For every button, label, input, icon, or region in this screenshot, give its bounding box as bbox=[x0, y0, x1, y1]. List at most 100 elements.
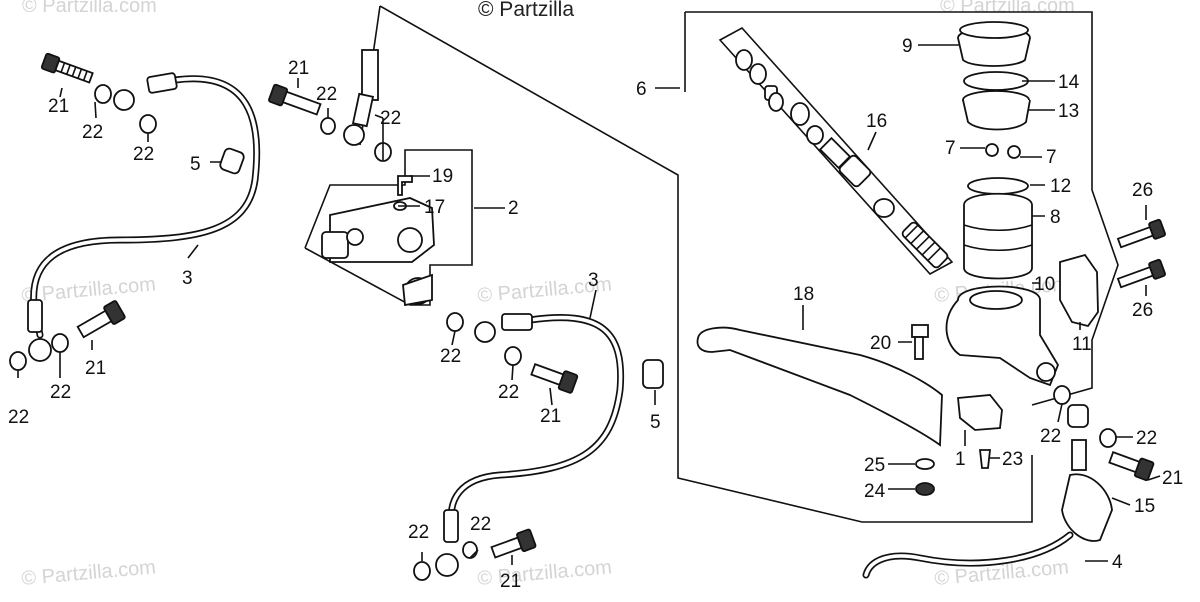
label-part-8: 8 bbox=[1050, 207, 1061, 228]
label-part-21: 21 bbox=[288, 58, 309, 79]
nut-icon bbox=[915, 482, 935, 496]
reservoir-cap-stack bbox=[957, 21, 1033, 280]
banjo-bolt-icon bbox=[530, 363, 579, 394]
washer-icon bbox=[320, 117, 336, 135]
label-part-22: 22 bbox=[133, 144, 154, 165]
label-part-22: 22 bbox=[470, 514, 491, 535]
banjo-bolt-icon bbox=[268, 83, 322, 116]
label-part-3: 3 bbox=[588, 270, 599, 291]
label-part-4: 4 bbox=[1112, 552, 1123, 573]
label-part-22: 22 bbox=[1040, 426, 1061, 447]
label-part-11: 11 bbox=[1072, 334, 1092, 355]
float-plate-icon bbox=[967, 177, 1029, 195]
label-part-7: 7 bbox=[945, 138, 956, 159]
label-part-2: 2 bbox=[508, 198, 519, 219]
hose-fitting bbox=[501, 313, 533, 331]
assembly-outline-right bbox=[685, 11, 1119, 406]
washer-icon bbox=[504, 346, 522, 366]
washer-icon bbox=[413, 561, 431, 581]
label-part-15: 15 bbox=[1134, 496, 1155, 517]
label-part-21: 21 bbox=[1162, 468, 1183, 489]
banjo-bolt-icon bbox=[40, 52, 94, 84]
watermark-top-right: © Partzilla.com bbox=[940, 0, 1075, 17]
master-hardware bbox=[911, 218, 1166, 496]
label-part-3: 3 bbox=[182, 268, 193, 289]
label-part-22: 22 bbox=[498, 382, 519, 403]
label-part-5: 5 bbox=[650, 412, 661, 433]
washer-icon bbox=[51, 333, 69, 353]
label-part-9: 9 bbox=[902, 36, 913, 57]
label-part-17: 17 bbox=[424, 197, 445, 218]
label-part-22: 22 bbox=[408, 522, 429, 543]
label-part-24: 24 bbox=[864, 481, 886, 502]
brake-lever-icon bbox=[696, 326, 943, 447]
banjo-fitting bbox=[343, 124, 365, 146]
watermark-top-center: © Partzilla bbox=[478, 0, 574, 21]
banjo-fitting bbox=[113, 89, 135, 111]
seal-kit-outline bbox=[718, 26, 954, 276]
hose-fitting bbox=[146, 72, 178, 94]
washer-icon bbox=[446, 312, 464, 332]
banjo-bolt-icon bbox=[76, 300, 126, 339]
banjo-bolt-icon bbox=[490, 528, 537, 559]
clamp-holder-icon bbox=[1059, 253, 1099, 328]
label-part-13: 13 bbox=[1058, 101, 1079, 122]
label-part-21: 21 bbox=[540, 406, 561, 427]
label-part-26: 26 bbox=[1132, 180, 1153, 201]
watermarks: © Partzilla.com © Partzilla © Partzilla.… bbox=[21, 0, 1075, 590]
label-part-22: 22 bbox=[440, 346, 461, 367]
banjo-fitting bbox=[474, 321, 496, 343]
slave-cylinder-outline bbox=[304, 149, 473, 306]
hose-fitting bbox=[27, 299, 43, 333]
label-part-18: 18 bbox=[793, 284, 814, 305]
label-part-16: 16 bbox=[866, 111, 887, 132]
banjo-fitting bbox=[28, 338, 52, 362]
brake-switch-icon bbox=[957, 394, 1003, 431]
washer-icon bbox=[9, 351, 27, 371]
pivot-bolt-icon bbox=[911, 324, 929, 338]
label-part-21: 21 bbox=[500, 571, 521, 592]
seal-kit bbox=[735, 49, 949, 269]
banjo-bolt-icon bbox=[1108, 451, 1155, 482]
bolt-icon bbox=[1116, 258, 1166, 289]
label-part-22: 22 bbox=[8, 407, 29, 428]
washer-icon bbox=[1099, 428, 1117, 448]
label-part-23: 23 bbox=[1002, 449, 1023, 470]
hose-fitting bbox=[443, 509, 459, 543]
label-part-1: 1 bbox=[955, 449, 966, 470]
part-labels: 21 22 22 5 3 21 22 22 21 22 22 19 17 2 3… bbox=[8, 36, 1183, 592]
washer-icon bbox=[1053, 385, 1071, 405]
label-part-10: 10 bbox=[1034, 274, 1055, 295]
label-part-20: 20 bbox=[870, 333, 891, 354]
washer-icon bbox=[139, 114, 157, 134]
label-part-26: 26 bbox=[1132, 300, 1153, 321]
leader-lines bbox=[17, 44, 1161, 565]
label-part-21: 21 bbox=[48, 96, 69, 117]
label-part-25: 25 bbox=[864, 455, 885, 476]
nut-icon bbox=[915, 458, 935, 470]
washer-icon bbox=[462, 541, 478, 559]
label-part-5: 5 bbox=[190, 154, 201, 175]
watermark-bottom-center: © Partzilla.com bbox=[477, 556, 613, 590]
brake-hose-left bbox=[27, 72, 261, 362]
cap-plate-icon bbox=[963, 71, 1029, 91]
label-part-21: 21 bbox=[85, 358, 106, 379]
hose-clamp-icon bbox=[642, 359, 664, 389]
label-part-22: 22 bbox=[50, 382, 71, 403]
label-part-7: 7 bbox=[1046, 147, 1057, 168]
label-part-6: 6 bbox=[636, 79, 647, 100]
switch-screw-icon bbox=[978, 449, 992, 469]
hose-clamp-icon bbox=[219, 147, 245, 175]
label-part-19: 19 bbox=[432, 166, 453, 187]
label-part-14: 14 bbox=[1058, 72, 1080, 93]
banjo-fitting bbox=[435, 553, 459, 577]
label-part-22: 22 bbox=[1136, 428, 1157, 449]
hose-upper-end bbox=[268, 49, 392, 162]
reservoir-body-icon bbox=[963, 192, 1033, 280]
label-part-12: 12 bbox=[1050, 176, 1071, 197]
label-part-22: 22 bbox=[316, 84, 337, 105]
washer-icon bbox=[94, 84, 112, 104]
brake-hose-bottom bbox=[862, 404, 1113, 579]
